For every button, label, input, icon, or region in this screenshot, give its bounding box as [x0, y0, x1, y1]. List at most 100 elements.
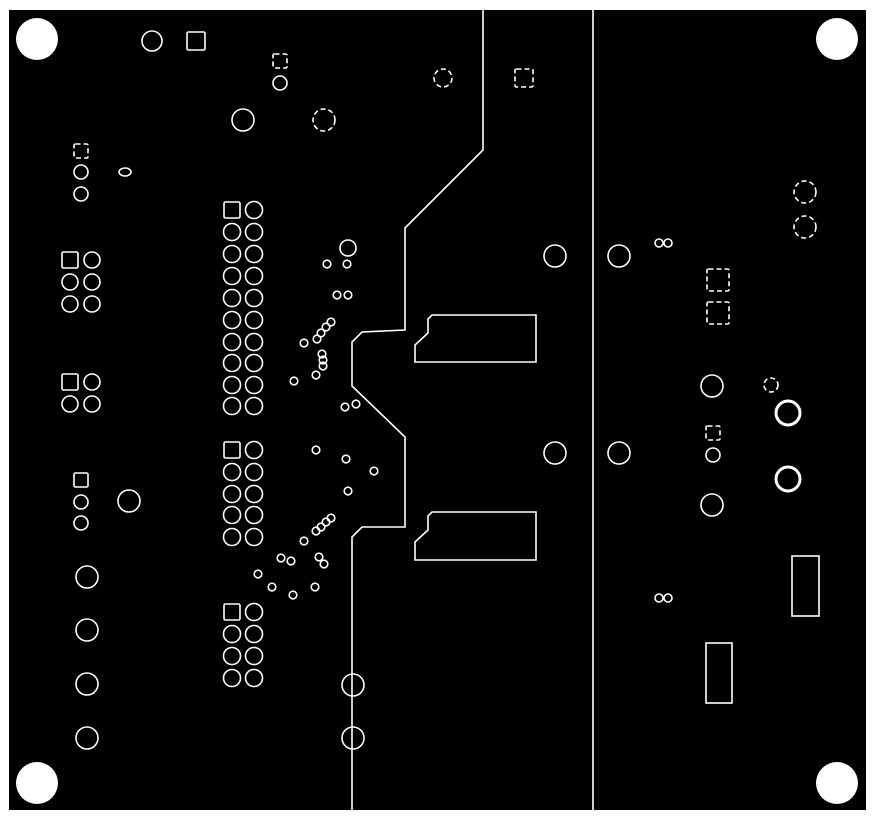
through-hole-pad — [75, 672, 99, 696]
via — [311, 370, 321, 380]
header-pin-1 — [223, 603, 241, 621]
via-pad — [141, 30, 163, 52]
square-pad — [186, 31, 206, 51]
through-hole-pad-dashed — [793, 180, 817, 204]
via-pad-dashed — [763, 377, 779, 393]
through-hole-pad-dashed — [312, 108, 336, 132]
header-pin — [244, 624, 264, 644]
header-pin — [244, 602, 264, 622]
header-pin — [244, 222, 264, 242]
header-pin — [61, 395, 79, 413]
through-hole-pad — [341, 673, 365, 697]
header-pin — [244, 310, 264, 330]
via — [322, 259, 332, 269]
header-pin — [222, 668, 242, 688]
board-copper-area — [9, 10, 866, 810]
square-pad — [61, 251, 79, 269]
mounting-pad — [774, 399, 802, 427]
via — [342, 259, 352, 269]
via — [276, 553, 286, 563]
through-hole-pad — [543, 244, 567, 268]
header-pin — [222, 646, 242, 666]
header-pin — [244, 440, 264, 460]
mounting-hole — [16, 18, 58, 60]
via — [318, 361, 328, 371]
mounting-pad — [774, 465, 802, 493]
via — [351, 399, 361, 409]
via — [317, 349, 327, 359]
via — [267, 582, 277, 592]
header-pin — [61, 295, 79, 313]
via — [321, 517, 331, 527]
through-hole-pad — [117, 489, 141, 513]
header-pin — [83, 273, 101, 291]
header-pin — [244, 332, 264, 352]
plane-split-outline — [351, 10, 484, 810]
header-pin — [244, 668, 264, 688]
through-hole-pad — [607, 244, 631, 268]
via — [326, 317, 336, 327]
via — [663, 238, 673, 248]
header-pin — [222, 396, 242, 416]
via — [253, 569, 263, 579]
rect-pad — [705, 642, 733, 704]
via — [314, 552, 324, 562]
square-pad-dashed — [514, 68, 534, 88]
header-pin — [222, 266, 242, 286]
mounting-hole — [16, 762, 58, 804]
through-hole-pad — [75, 565, 99, 589]
via — [341, 454, 351, 464]
through-hole-pad-dashed — [793, 215, 817, 239]
via — [321, 322, 331, 332]
header-pin — [244, 505, 264, 525]
square-pad — [73, 472, 89, 488]
via — [288, 590, 298, 600]
header-pin — [244, 484, 264, 504]
header-pin — [244, 244, 264, 264]
header-pin — [83, 295, 101, 313]
via-pad — [73, 186, 89, 202]
header-pin — [222, 527, 242, 547]
via-pad — [705, 447, 721, 463]
square-pad-dashed — [706, 301, 730, 325]
via — [663, 593, 673, 603]
via — [311, 445, 321, 455]
through-hole-pad — [75, 618, 99, 642]
via — [654, 593, 664, 603]
via — [312, 334, 322, 344]
via — [340, 402, 350, 412]
via — [343, 486, 353, 496]
via — [332, 290, 342, 300]
mounting-hole — [816, 18, 858, 60]
through-hole-pad — [607, 441, 631, 465]
via-pad — [73, 494, 89, 510]
header-pin — [222, 288, 242, 308]
via — [369, 466, 379, 476]
header-pin — [244, 646, 264, 666]
square-pad — [61, 373, 79, 391]
header-pin — [83, 251, 101, 269]
header-pin — [83, 373, 101, 391]
header-pin — [222, 353, 242, 373]
via — [299, 338, 309, 348]
header-pin — [222, 332, 242, 352]
square-pad-dashed — [706, 268, 730, 292]
via — [286, 556, 296, 566]
rect-pad — [791, 555, 820, 617]
through-hole-pad — [75, 726, 99, 750]
header-pin — [244, 527, 264, 547]
via-pad — [73, 515, 89, 531]
via-pad — [272, 75, 288, 91]
square-pad-dashed — [73, 143, 89, 159]
via — [319, 559, 329, 569]
via — [654, 238, 664, 248]
through-hole-pad — [231, 108, 255, 132]
header-pin — [222, 244, 242, 264]
header-pin — [222, 484, 242, 504]
square-pad-dashed — [272, 53, 288, 69]
via — [318, 355, 328, 365]
header-pin — [244, 200, 264, 220]
header-pin — [83, 395, 101, 413]
via — [343, 290, 353, 300]
